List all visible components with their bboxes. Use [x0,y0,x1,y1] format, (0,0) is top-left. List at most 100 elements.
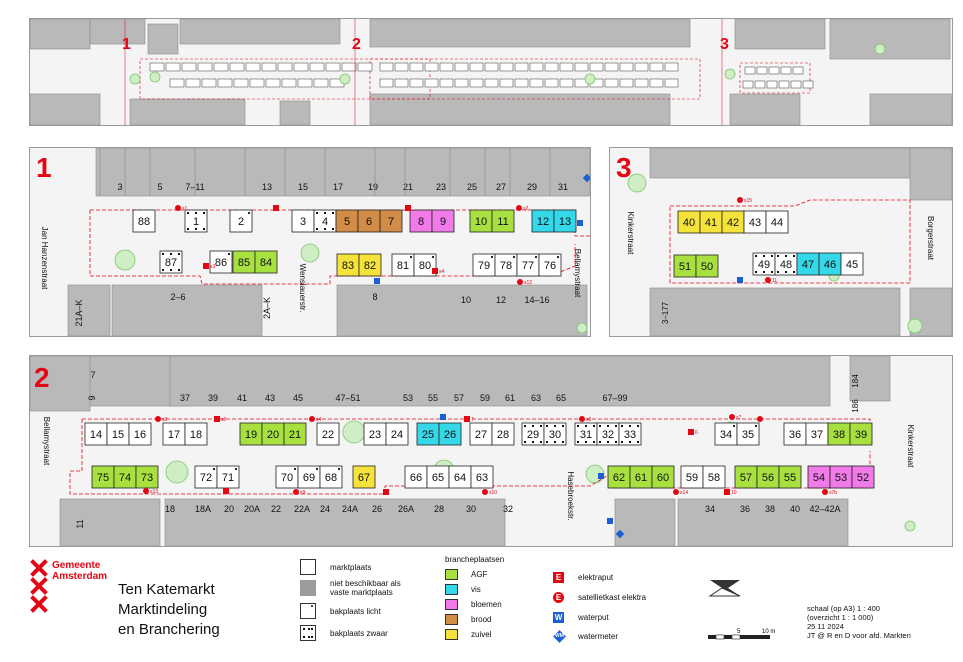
overview-stall [744,66,756,75]
waterput-icon [374,278,380,284]
market-stall-20: 20 [261,422,285,446]
bakplaats-zwaar-dot [621,441,623,443]
market-stall-48: 48 [774,252,798,276]
overview-stall [802,80,814,89]
stall-number: 50 [701,261,713,273]
tree-icon [149,71,161,83]
building [147,23,179,55]
stall-box [851,465,875,489]
market-stall-35: 35 [736,422,760,446]
overview-stall [514,62,529,72]
stall-number: 85 [238,257,250,269]
market-stall-49: 49 [752,252,776,276]
stall-number: 48 [780,259,792,271]
market-stall-33: 33 [618,422,642,446]
house-number: 22 [271,504,281,514]
bakplaats-zwaar-dot [615,425,617,427]
tree-icon [907,318,923,334]
overview-label-1: 1 [122,36,131,53]
overview-stall [379,62,394,72]
elektraput-icon [405,205,411,211]
stall-box [840,252,864,276]
market-stall-1: 1 [184,209,208,233]
legend-label: waterput [578,613,609,622]
stall-number: 77 [522,260,534,272]
stall-number: 71 [222,472,234,484]
bakplaats-licht-dot [754,424,758,428]
overview-stall [634,62,649,72]
elektra-label: s3 [162,417,168,423]
overview-stall [165,62,181,72]
satellietkast-icon [737,197,743,203]
building [369,93,671,125]
stall-box [184,422,208,446]
building [179,19,341,45]
bakplaats-licht-dot [227,252,231,256]
stall-box [431,209,455,233]
street-name: Bellamystraat [42,417,51,466]
swatch-vis [445,584,458,595]
market-stall-44: 44 [765,210,789,234]
overview-stall [742,80,754,89]
bakplaats-licht-dot [431,255,435,259]
bakplaats-zwaar-dot [785,271,787,273]
elektra-label: s15 [744,198,752,204]
house-number: 3–177 [661,301,670,324]
overview-stall [265,78,281,88]
market-stall-77: 77 [516,253,540,277]
stall-number: 46 [824,259,836,271]
house-number: 20 [224,504,234,514]
scale-info: schaal (op A3) 1 : 400 (overzicht 1 : 1 … [807,604,911,640]
waterput-icon: W [553,612,564,623]
market-stall-3: 3 [291,209,315,233]
overview-stall [394,78,409,88]
stall-number: 22 [322,429,334,441]
tree-icon [724,68,736,80]
overview-stall [499,62,514,72]
bakplaats-zwaar-dot [593,441,595,443]
stall-number: 6 [366,216,372,228]
stall-number: 70 [281,472,293,484]
stall-box [132,209,156,233]
satellietkast-icon [309,416,315,422]
building [95,148,590,197]
elektraput-icon [724,489,730,495]
scale-label-10: 10 m [762,629,775,635]
waterput-icon [598,473,604,479]
stall-number: 74 [119,472,131,484]
overview-stall [201,78,217,88]
bakplaats-licht-dot [409,255,413,259]
market-stall-43: 43 [743,210,767,234]
bakplaats-zwaar-dot [577,425,579,427]
swatch-light [300,603,316,619]
stall-box [128,422,152,446]
swatch-heavy [300,625,316,641]
overview-stall [559,62,574,72]
stall-number: 24 [391,429,403,441]
street-name: Borgerstraat [926,216,935,261]
overview-stall [149,62,165,72]
satellietkast-icon [482,489,488,495]
stall-number: 7 [388,216,394,228]
legend-stall-types: marktplaats niet beschikbaar als vaste m… [300,557,440,647]
market-stall-54: 54 [807,465,831,489]
house-number: 9 [87,395,97,400]
stall-number: 35 [742,429,754,441]
overview-stall [499,78,514,88]
elektraput-icon [273,205,279,211]
building [849,356,891,402]
bakplaats-zwaar-dot [316,212,318,214]
house-number: 18 [165,504,175,514]
stall-number: 41 [705,217,717,229]
stall-box [470,465,494,489]
bakplaats-zwaar-dot [524,441,526,443]
overview-stall [245,62,261,72]
overview-stall [424,62,439,72]
overview-stall [574,62,589,72]
stall-number: 31 [580,429,592,441]
house-number: 21A–K [74,299,84,326]
stall-number: 5 [344,216,350,228]
overview-stall [529,78,544,88]
